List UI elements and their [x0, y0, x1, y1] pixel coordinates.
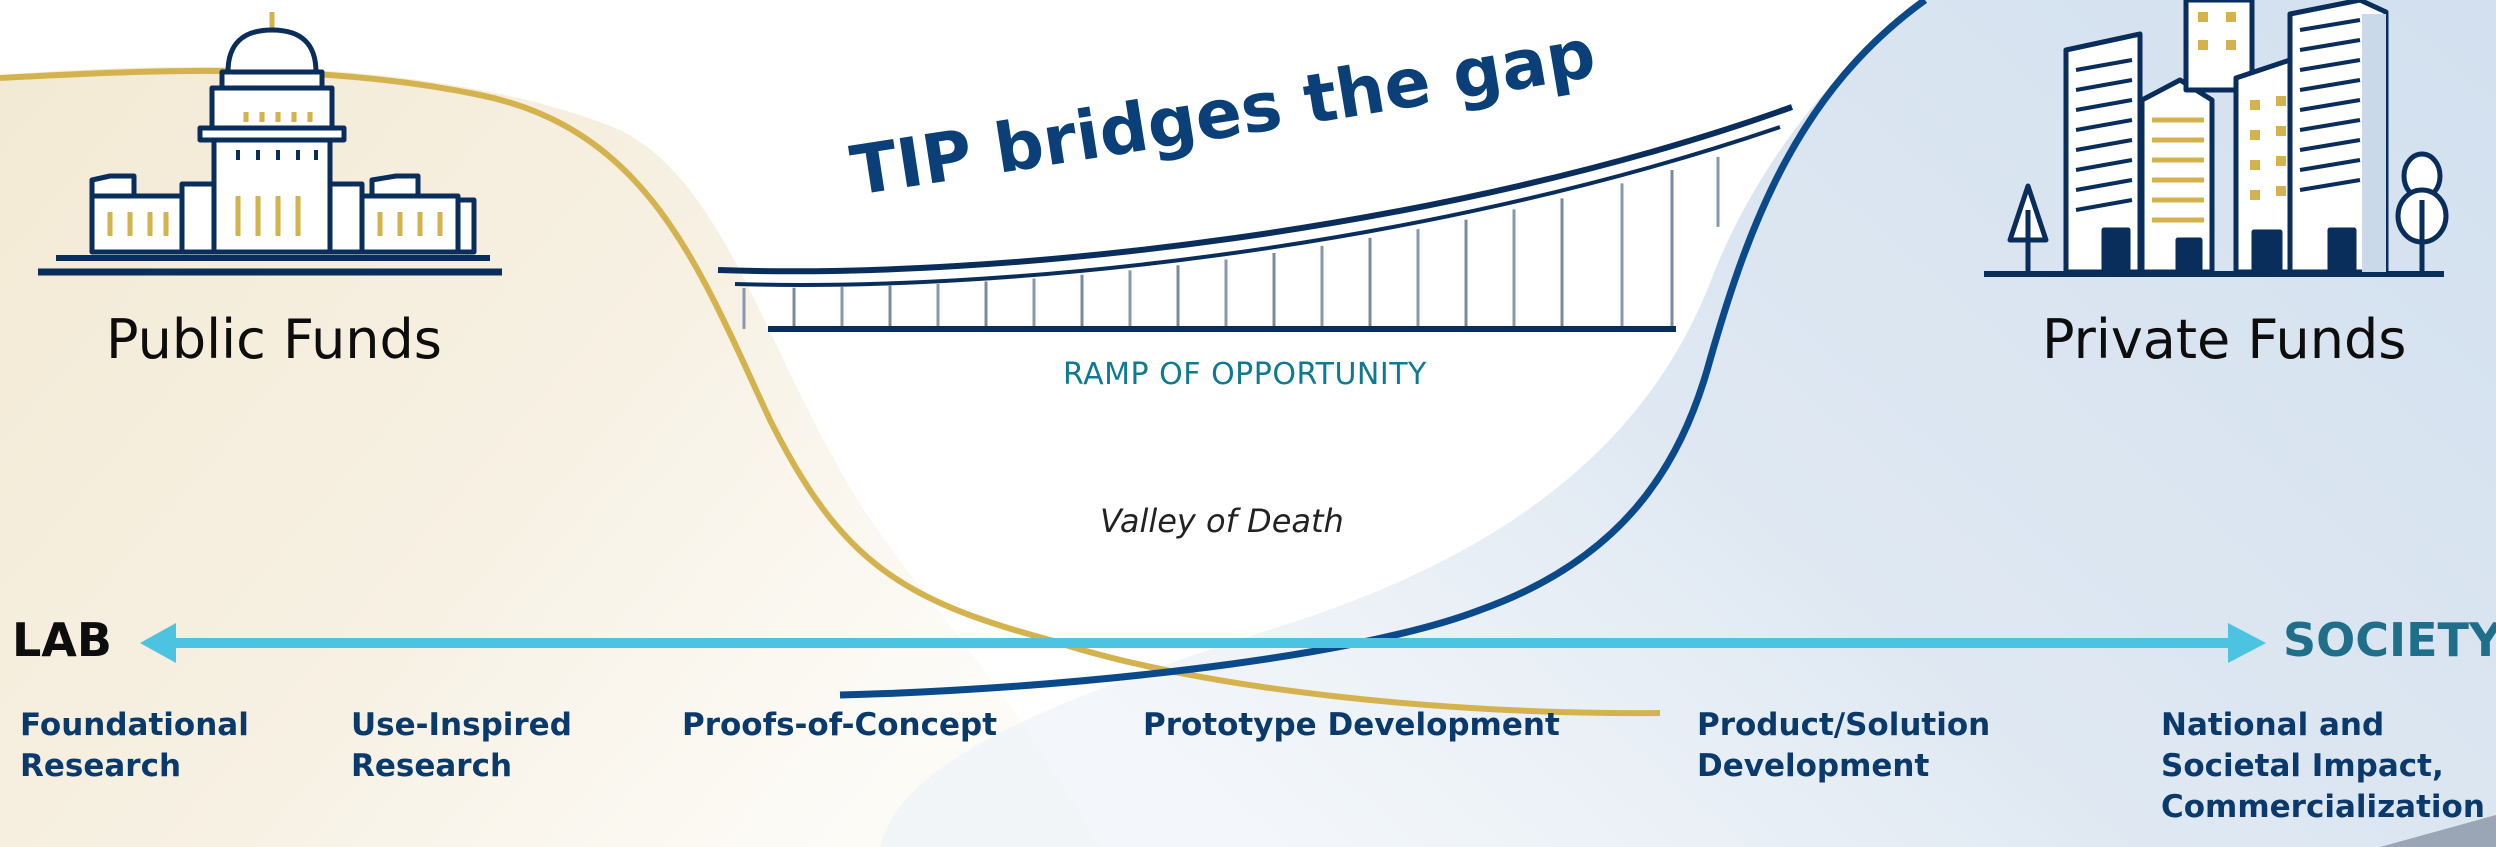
stage-label-line: Research [351, 748, 513, 784]
lab-society-arrow [140, 623, 2266, 663]
stage-label-line: Development [1697, 748, 1930, 784]
city-buildings-icon [1984, 0, 2449, 277]
bridge-top-cable [717, 104, 1794, 275]
public-funds-label: Public Funds [106, 308, 442, 371]
lab-label: LAB [12, 613, 112, 667]
valley-of-death-label: Valley of Death [1100, 502, 1344, 540]
stage-label-line: Use-Inspired [351, 707, 572, 743]
ramp-of-opportunity-label: RAMP OF OPPORTUNITY [1063, 357, 1427, 392]
bridge [717, 104, 1794, 332]
society-label: SOCIETY [2283, 613, 2496, 667]
arrow-left-head [140, 623, 176, 663]
stage-label-line: Societal Impact, [2161, 748, 2444, 784]
stage-label-line: Foundational [20, 707, 249, 743]
capitol-building-icon [38, 12, 502, 276]
public-funds-region [0, 67, 1100, 847]
stage-label-line: Commercialization [2161, 789, 2485, 825]
stage-label-line: Research [20, 748, 182, 784]
public-funding-curve [0, 67, 1661, 717]
stage-label-line: Prototype Development [1143, 707, 1560, 743]
private-funding-curve [839, 0, 1928, 699]
corner-shape [2380, 815, 2496, 847]
stage-label-line: Proofs-of-Concept [682, 707, 998, 743]
bridge-stays [742, 156, 1720, 329]
stage-label-line: National and [2161, 707, 2385, 743]
bridge-lower-cable [734, 125, 1781, 287]
stage-label: Prototype Development [1143, 705, 1560, 746]
private-funds-label: Private Funds [2042, 308, 2407, 371]
stage-label-line: Product/Solution [1697, 707, 1991, 743]
headline: TIP bridges the gap [846, 14, 1601, 211]
stage-label: Proofs-of-Concept [682, 705, 997, 746]
arrow-right-head [2228, 623, 2266, 663]
